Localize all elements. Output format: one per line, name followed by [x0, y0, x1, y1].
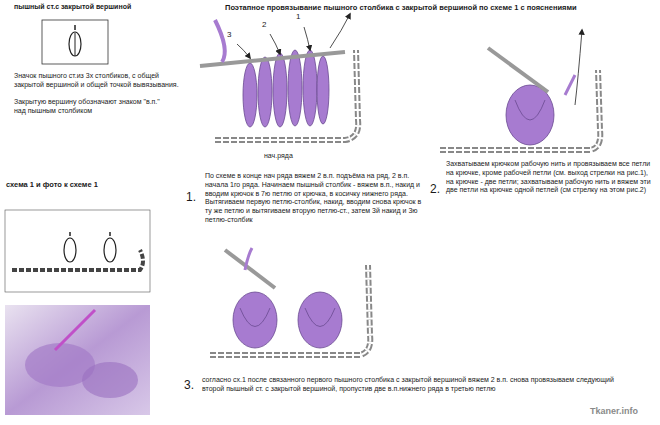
step-text: согласно сх.1 после связанного первого п… — [202, 376, 632, 394]
step-number: 1. — [186, 190, 196, 205]
step-text: По схеме в конце нач ряда вяжем 2 в.п. п… — [205, 172, 427, 225]
note: Закрытую вершину обозначают знаком "в.п.… — [14, 98, 164, 116]
row-label: нач.ряда — [262, 152, 295, 161]
step-number: 3. — [184, 378, 194, 393]
callout-number: 3 — [227, 30, 231, 40]
step-text: Захватываем крючком рабочую нить и провя… — [446, 160, 654, 195]
caption-note: схема 1 и фото к схеме 1 — [6, 180, 98, 189]
step-number: 2. — [430, 182, 440, 197]
heading-note: пышный ст.с закрытой вершиной — [14, 3, 131, 12]
callout-number: 1 — [296, 12, 300, 22]
callout-number: 2 — [262, 20, 266, 30]
title: Поэтапное провязывание пышного столбика … — [225, 3, 650, 12]
note: Значок пышного ст.из 3х столбиков, с общ… — [14, 72, 189, 90]
watermark: Tkaner.info — [590, 406, 638, 417]
